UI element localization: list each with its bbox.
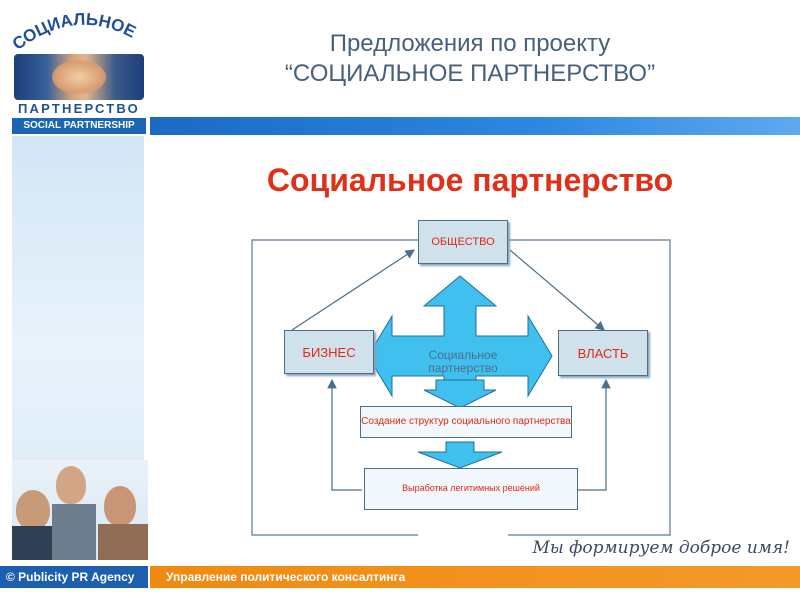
business-box: БИЗНЕС (284, 330, 374, 374)
diagram-connectors (251, 239, 671, 536)
power-box: ВЛАСТЬ (558, 330, 648, 376)
person-body-2 (52, 504, 96, 560)
header-line-2: “СОЦИАЛЬНОЕ ПАРТНЕРСТВО” (284, 60, 656, 87)
center-arrow-label: Социальное партнерство (428, 348, 498, 376)
main-title: Социальное партнерство (266, 162, 674, 198)
down-arrow-1-icon (423, 379, 497, 409)
down-arrow-2-icon (417, 441, 503, 469)
person-head-3 (104, 486, 136, 526)
connector-left-frame (251, 239, 418, 536)
footer-bar: Управление политического консалтинга (150, 566, 800, 588)
person-head-1 (16, 490, 50, 530)
connector-society-power (509, 249, 605, 331)
person-body-3 (98, 524, 148, 560)
logo-subtitle: SOCIAL PARTNERSHIP (12, 118, 146, 134)
svg-text:СОЦИАЛЬНОЕ: СОЦИАЛЬНОЕ (9, 10, 139, 54)
society-box: ОБЩЕСТВО (418, 220, 508, 264)
handshake-hands (52, 60, 106, 94)
logo-arc-text: СОЦИАЛЬНОЕ (9, 10, 139, 54)
partnership-diagram: ОБЩЕСТВО БИЗНЕС ВЛАСТЬ Социальное партне… (240, 212, 680, 542)
person-body-1 (12, 526, 58, 560)
decisions-box: Выработка легитимных решений (364, 468, 578, 510)
header-line-1: Предложения по проекту (329, 30, 611, 57)
connector-return-power (578, 378, 611, 491)
header-blue-bar (150, 117, 800, 135)
four-way-arrow-icon (367, 275, 553, 398)
connector-return-business (327, 378, 362, 491)
structures-box: Создание структур социального партнерств… (360, 406, 572, 438)
person-head-2 (56, 466, 86, 504)
connector-business-society (291, 249, 416, 331)
slogan: Мы формируем доброе имя! (532, 538, 790, 558)
logo-title: ПАРТНЕРСТВО (18, 101, 140, 116)
agency-label: © Publicity PR Agency (0, 566, 148, 588)
connector-right-frame (508, 239, 671, 536)
people-photo (12, 460, 148, 560)
logo-arc: СОЦИАЛЬНОЕ (9, 10, 139, 54)
